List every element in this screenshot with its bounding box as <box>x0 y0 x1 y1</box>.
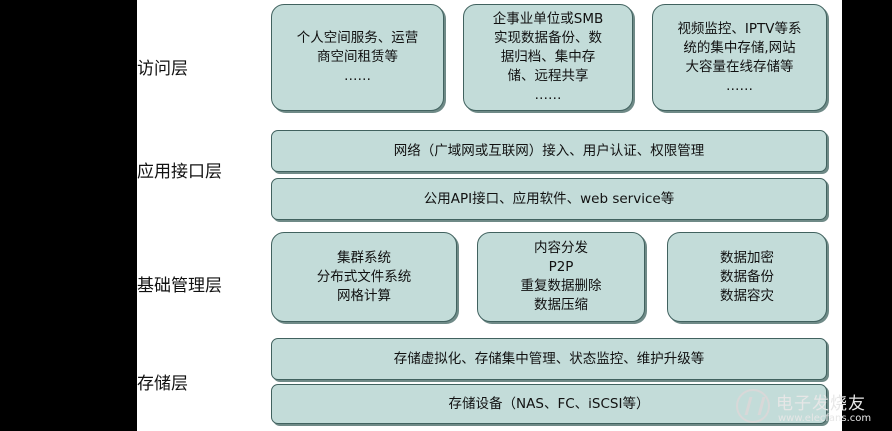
app-interface-bar-api: 公用API接口、应用软件、web service等 <box>271 178 827 220</box>
box-line: 储、远程共享 <box>507 68 589 84</box>
watermark-url: www.elecfans.com <box>778 413 872 424</box>
watermark-logo: 电子发烧友 www.elecfans.com <box>736 385 886 429</box>
box-line: …… <box>725 77 753 94</box>
box-line: 数据加密 <box>720 249 774 266</box>
box-line: 个人空间服务、运营 <box>296 30 419 46</box>
layer-label-app-interface: 应用接口层 <box>137 162 222 182</box>
base-mgmt-box-cluster: 集群系统 分布式文件系统 网格计算 <box>271 232 457 322</box>
storage-bar-devices: 存储设备（NAS、FC、iSCSI等） <box>271 384 827 424</box>
box-line: 分布式文件系统 <box>316 268 412 285</box>
layer-label-storage: 存储层 <box>137 374 188 394</box>
bar-text: 公用API接口、应用软件、web service等 <box>423 190 675 207</box>
layer-label-base-mgmt: 基础管理层 <box>137 276 222 296</box>
box-line: 据归档、集中存 <box>500 49 596 65</box>
box-line: 网格计算 <box>337 287 391 304</box>
bar-text: 存储虚拟化、存储集中管理、状态监控、维护升级等 <box>393 350 705 367</box>
box-line: 内容分发 <box>534 240 588 256</box>
watermark-brand: 电子发烧友 <box>776 394 866 414</box>
box-line: P2P <box>548 259 574 275</box>
box-line: 商空间租赁等 <box>317 49 398 65</box>
elecfans-logo-icon <box>736 389 770 423</box>
storage-bar-management: 存储虚拟化、存储集中管理、状态监控、维护升级等 <box>271 338 827 380</box>
box-line: 集群系统 <box>337 249 391 266</box>
bar-text: 网络（广域网或互联网）接入、用户认证、权限管理 <box>393 142 705 159</box>
access-box-personal: 个人空间服务、运营 商空间租赁等 …… <box>271 4 444 111</box>
access-box-video: 视频监控、IPTV等系 统的集中存储,网站 大容量在线存储等 …… <box>652 4 827 111</box>
layer-label-access: 访问层 <box>137 59 188 79</box>
bar-text: 存储设备（NAS、FC、iSCSI等） <box>448 395 650 412</box>
box-line: 大容量在线存储等 <box>685 58 794 75</box>
box-line: 视频监控、IPTV等系 <box>677 20 802 37</box>
box-line: …… <box>534 87 562 103</box>
base-mgmt-box-security: 数据加密 数据备份 数据容灾 <box>667 232 827 322</box>
box-line: …… <box>344 68 371 84</box>
box-line: 重复数据删除 <box>520 278 602 294</box>
app-interface-bar-network: 网络（广域网或互联网）接入、用户认证、权限管理 <box>271 130 827 172</box>
box-line: 数据容灾 <box>720 287 774 304</box>
access-box-enterprise: 企事业单位或SMB 实现数据备份、数 据归档、集中存 储、远程共享 …… <box>463 4 633 111</box>
box-line: 企事业单位或SMB <box>492 11 604 27</box>
box-line: 数据备份 <box>720 268 774 285</box>
diagram-canvas: 访问层 应用接口层 基础管理层 存储层 个人空间服务、运营 商空间租赁等 …… … <box>137 0 842 431</box>
box-line: 统的集中存储,网站 <box>683 39 796 56</box>
box-line: 数据压缩 <box>534 297 588 313</box>
box-line: 实现数据备份、数 <box>493 30 602 46</box>
base-mgmt-box-content: 内容分发 P2P 重复数据删除 数据压缩 <box>477 232 645 322</box>
